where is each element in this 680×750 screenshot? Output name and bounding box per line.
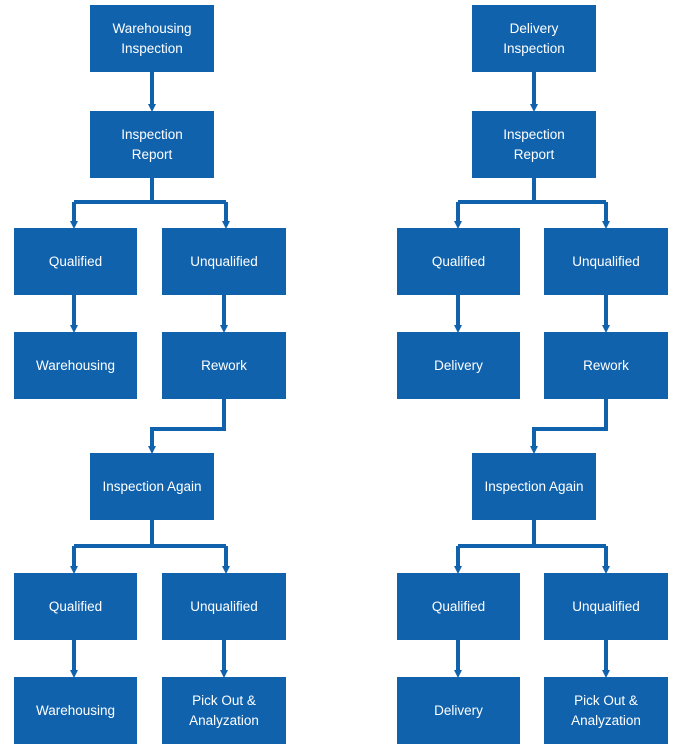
unqualified-box-right-2: Unqualified xyxy=(544,573,668,640)
rework-box-right: Rework xyxy=(544,332,668,399)
box-label-line: Inspection xyxy=(121,40,183,56)
box-label-line: Inspection xyxy=(503,40,565,56)
box-label: Qualified xyxy=(48,253,103,269)
box-label-line: Report xyxy=(131,146,173,162)
box-label: Inspection Again xyxy=(102,478,202,494)
box-label-line: Inspection xyxy=(121,126,183,142)
branch-again-right xyxy=(458,520,606,548)
box-label-line: Report xyxy=(513,146,555,162)
unqualified-box-left-2: Unqualified xyxy=(162,573,286,640)
box-label-line: Warehousing xyxy=(112,20,192,36)
pick-out-analyzation-box-right: Pick Out & Analyzation xyxy=(544,677,668,744)
qualified-box-right-2: Qualified xyxy=(397,573,520,640)
box-label: Warehousing xyxy=(35,702,116,718)
qualified-box-left-1: Qualified xyxy=(14,228,137,295)
box-label-line: Pick Out & xyxy=(192,692,256,708)
qualified-box-left-2: Qualified xyxy=(14,573,137,640)
box-label-line: Inspection xyxy=(503,126,565,142)
branch-report-right xyxy=(458,178,606,204)
warehousing-box-left-2: Warehousing xyxy=(14,677,137,744)
box-label: Unqualified xyxy=(572,253,640,269)
box-label: Qualified xyxy=(431,598,486,614)
box-label-line: Analyzation xyxy=(189,712,259,728)
qualified-box-right-1: Qualified xyxy=(397,228,520,295)
arrow-rework-to-again-left xyxy=(148,399,226,454)
box-label: Qualified xyxy=(431,253,486,269)
box-label: Unqualified xyxy=(190,598,258,614)
box-label-line: Analyzation xyxy=(571,712,641,728)
delivery-box-right-2: Delivery xyxy=(397,677,520,744)
box-label: Warehousing xyxy=(35,357,116,373)
box-label-line: Delivery xyxy=(509,20,559,36)
warehousing-box-left-1: Warehousing xyxy=(14,332,137,399)
inspection-again-box-left: Inspection Again xyxy=(90,453,214,520)
box-label: Unqualified xyxy=(572,598,640,614)
box-label: Inspection Again xyxy=(484,478,584,494)
branch-again-left xyxy=(74,520,226,548)
arrow-rework-to-again-right xyxy=(530,399,608,454)
delivery-box-right-1: Delivery xyxy=(397,332,520,399)
box-label: Unqualified xyxy=(190,253,258,269)
box-label-line: Pick Out & xyxy=(574,692,638,708)
rework-box-left: Rework xyxy=(162,332,286,399)
unqualified-box-left-1: Unqualified xyxy=(162,228,286,295)
branch-report-left xyxy=(74,178,226,204)
inspection-again-box-right: Inspection Again xyxy=(472,453,596,520)
box-label: Qualified xyxy=(48,598,103,614)
unqualified-box-right-1: Unqualified xyxy=(544,228,668,295)
box-label: Delivery xyxy=(434,702,483,718)
box-label: Delivery xyxy=(434,357,483,373)
pick-out-analyzation-box-left: Pick Out & Analyzation xyxy=(162,677,286,744)
box-label: Rework xyxy=(583,357,629,373)
box-label: Rework xyxy=(201,357,247,373)
